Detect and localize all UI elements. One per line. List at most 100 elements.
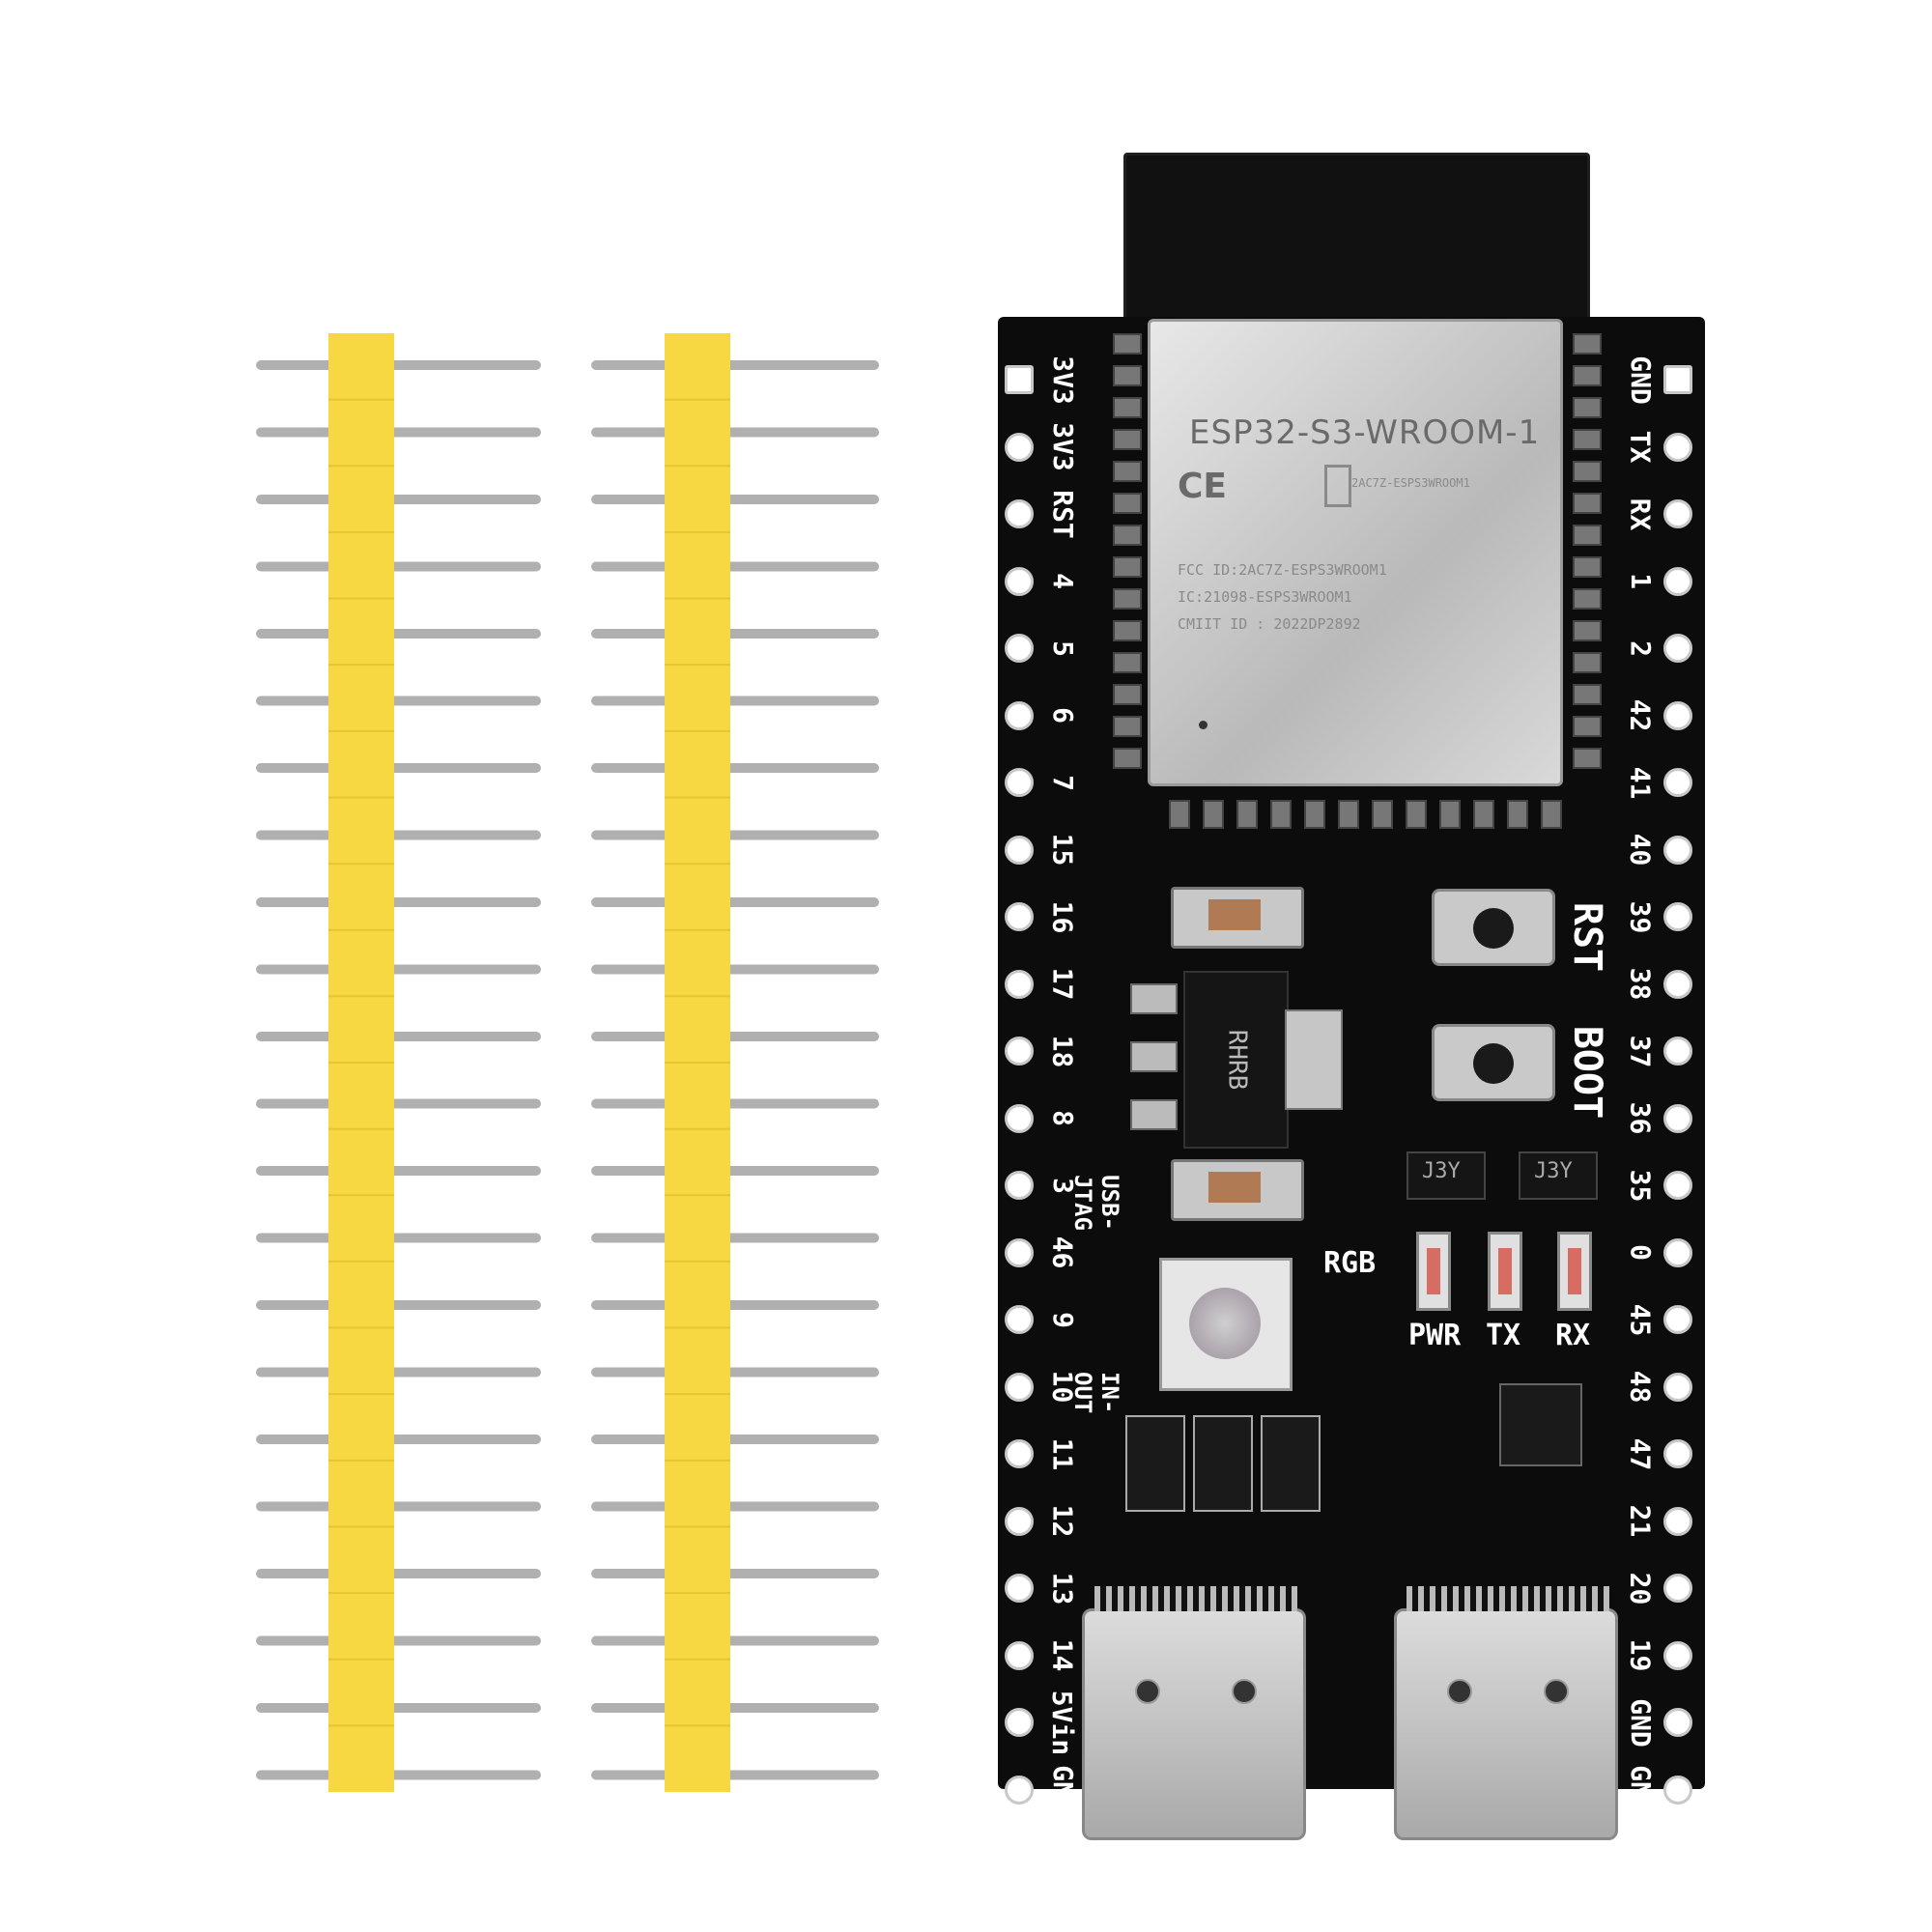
- transistor-1-marking: J3Y: [1422, 1159, 1461, 1183]
- module-pad: [1573, 684, 1602, 705]
- pin-label: 15: [1046, 833, 1079, 867]
- pin-label: 3V3: [1046, 422, 1079, 471]
- header-pin: [256, 561, 541, 572]
- boot-button-cap[interactable]: [1473, 1043, 1514, 1084]
- pin-pad-r-13: [1663, 1237, 1692, 1267]
- pin-pad-l-18: [1005, 1574, 1034, 1603]
- rst-button-cap[interactable]: [1473, 908, 1514, 949]
- in-out-label: IN-OUT: [1069, 1372, 1123, 1414]
- diode-1: [1125, 1415, 1185, 1512]
- pin-pad-l-6: [1005, 768, 1034, 797]
- pin-label: 7: [1046, 774, 1079, 791]
- module-pad: [1113, 748, 1142, 769]
- usb-c-port-right[interactable]: [1394, 1586, 1618, 1840]
- pin-pad-r-17: [1663, 1506, 1692, 1536]
- header-pin: [256, 1233, 541, 1243]
- regulator-pin-2: [1130, 1041, 1178, 1072]
- pin-pad-r-20: [1663, 1708, 1692, 1737]
- pin-pad-l-8: [1005, 902, 1034, 931]
- header-pin: [591, 495, 879, 504]
- pin-label: 18: [1046, 1035, 1079, 1067]
- module-pad: [1372, 800, 1393, 829]
- pin-label: GND: [1624, 1765, 1657, 1814]
- header-pin: [591, 830, 879, 840]
- regulator-pin-1: [1130, 983, 1178, 1014]
- pin-pad-l-14: [1005, 1305, 1034, 1334]
- pin-pad-r-8: [1663, 902, 1692, 931]
- header-pin: [591, 360, 879, 370]
- transistor-2-marking: J3Y: [1534, 1159, 1573, 1183]
- header-pin: [256, 1032, 541, 1041]
- pin-pad-l-20: [1005, 1708, 1034, 1737]
- pin-pad-l-0: [1005, 365, 1034, 394]
- header-pin: [591, 1300, 879, 1310]
- boot-label: BOOT: [1546, 1009, 1629, 1135]
- header-pin: [256, 1703, 541, 1713]
- module-pad: [1270, 800, 1292, 829]
- rst-label-text: RST: [1565, 901, 1609, 973]
- usb-c-port-left[interactable]: [1082, 1586, 1306, 1840]
- pin-label: 1: [1624, 573, 1657, 589]
- header-pin: [591, 427, 879, 438]
- pin-pad-l-12: [1005, 1171, 1034, 1200]
- module-pad: [1113, 525, 1142, 546]
- header-pin: [256, 1300, 541, 1310]
- voltage-regulator: RHRB: [1183, 971, 1289, 1149]
- rgb-label: RGB: [1323, 1246, 1377, 1280]
- pin-pad-r-1: [1663, 432, 1692, 462]
- pin-pad-l-11: [1005, 1103, 1034, 1133]
- boot-button[interactable]: [1432, 1024, 1555, 1101]
- regulator-pin-3: [1130, 1099, 1178, 1130]
- module-pad: [1573, 397, 1602, 418]
- pin-label: 47: [1624, 1437, 1657, 1470]
- header-pin: [591, 1032, 879, 1041]
- pin-pad-r-3: [1663, 566, 1692, 596]
- pin-label: 16: [1046, 900, 1079, 933]
- header-pin: [256, 1501, 541, 1512]
- pin-label: 3V3: [1046, 355, 1079, 405]
- pin-pad-r-6: [1663, 768, 1692, 797]
- header-pin: [256, 1635, 541, 1646]
- module-pad: [1573, 365, 1602, 386]
- header-pin: [256, 1770, 541, 1780]
- pin-pad-l-5: [1005, 700, 1034, 730]
- header-pin: [256, 897, 541, 907]
- diode-3: [1261, 1415, 1321, 1512]
- pin-pad-l-1: [1005, 432, 1034, 462]
- header-pin: [591, 1703, 879, 1713]
- header-pin: [256, 1367, 541, 1378]
- regulator-marking: RHRB: [1222, 1029, 1251, 1091]
- pin-label: 20: [1624, 1572, 1657, 1605]
- pwr-led: [1416, 1232, 1451, 1311]
- pin-pad-l-19: [1005, 1640, 1034, 1670]
- header-pin: [256, 964, 541, 975]
- header-pin: [591, 1770, 879, 1780]
- esp32-s3-module: ESP32-S3-WROOM-1 CE 2AC7Z-ESPS3WROOM1 FC…: [1148, 319, 1563, 786]
- header-pin: [591, 1635, 879, 1646]
- pin-pad-l-13: [1005, 1237, 1034, 1267]
- module-pad: [1113, 556, 1142, 578]
- header-pin: [591, 1098, 879, 1109]
- header-pin: [591, 1367, 879, 1378]
- module-pad: [1113, 493, 1142, 514]
- module-pad: [1573, 525, 1602, 546]
- boot-label-text: BOOT: [1565, 1025, 1610, 1120]
- rst-button[interactable]: [1432, 889, 1555, 966]
- rst-label: RST: [1565, 894, 1609, 980]
- header-pin: [591, 1569, 879, 1578]
- pin-label: 42: [1624, 698, 1657, 732]
- pin-pad-l-3: [1005, 566, 1034, 596]
- header-pin: [256, 1435, 541, 1444]
- left-pin-pads: [1005, 365, 1039, 1804]
- pin-label: 38: [1624, 967, 1657, 1001]
- module-pad: [1439, 800, 1461, 829]
- pin-pad-r-11: [1663, 1103, 1692, 1133]
- pin-pad-r-2: [1663, 499, 1692, 528]
- module-pad: [1113, 461, 1142, 482]
- pin-pad-r-12: [1663, 1171, 1692, 1200]
- module-pad: [1236, 800, 1258, 829]
- tx-led: [1488, 1232, 1522, 1311]
- pin-pad-r-16: [1663, 1439, 1692, 1468]
- pin-label: 9: [1046, 1311, 1079, 1328]
- header-pin: [256, 629, 541, 639]
